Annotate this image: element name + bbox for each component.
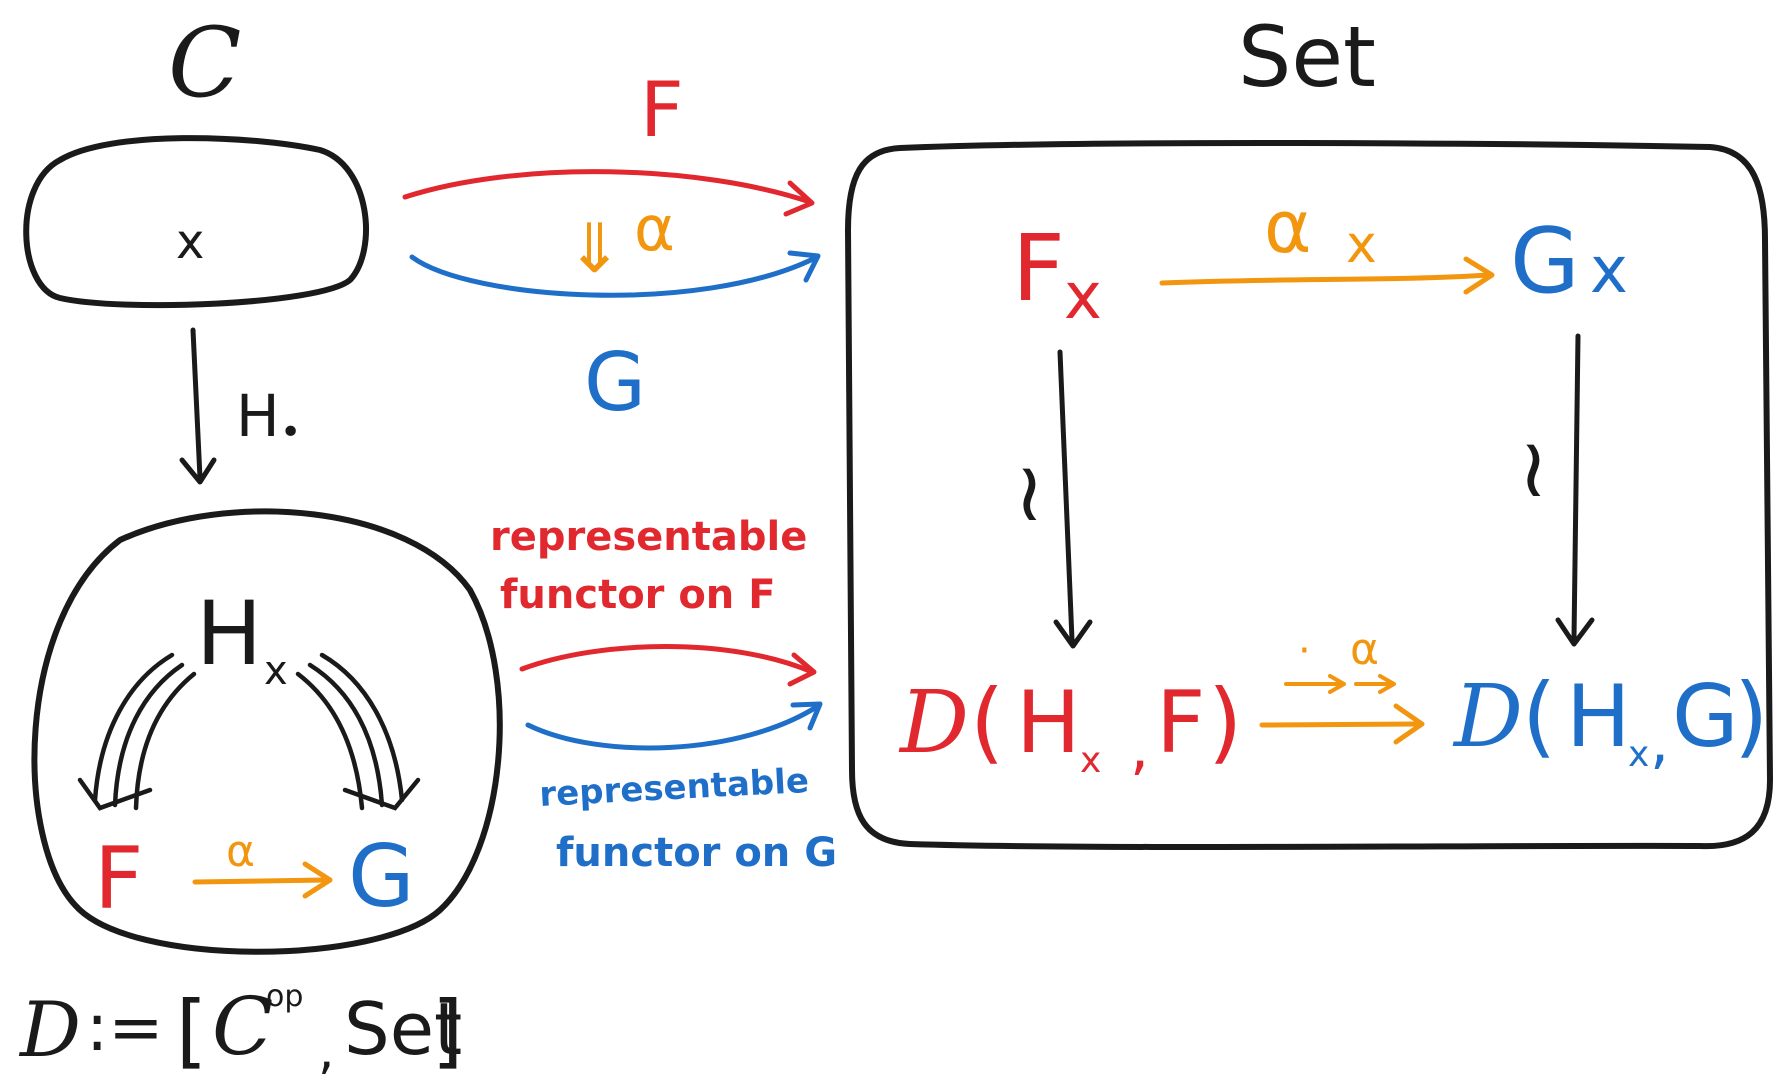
DHG-comma: ,	[1650, 707, 1669, 777]
representable-F-label-line1: representable	[490, 514, 807, 560]
functor-category-blob	[31, 508, 503, 955]
definition-assign: :=	[86, 989, 164, 1066]
DHG-H: H	[1566, 667, 1631, 767]
square-DHG: D ( H x , G )	[1452, 664, 1768, 777]
representable-F-arrow-head	[787, 652, 817, 687]
triple-arrow-right	[295, 652, 421, 811]
natural-transformation-alpha: α	[634, 192, 675, 265]
square-alpha-x-arrow-head	[1463, 256, 1495, 295]
functor-F-arrow-head	[783, 180, 815, 217]
functor-G-arrow-head	[787, 250, 821, 283]
DHF-H: H	[1016, 673, 1081, 773]
square-left-vertical-arrow	[1057, 349, 1075, 643]
functor-F-label: F	[640, 65, 684, 154]
representable-F-arrow	[519, 644, 815, 675]
functor-G-label: G	[584, 336, 646, 429]
yoneda-functor-label: H	[236, 382, 280, 450]
square-Fx-x: x	[1064, 260, 1102, 334]
functor-F-arrow	[402, 169, 813, 205]
definition-D: D	[18, 985, 81, 1074]
definition-comma: ,	[318, 1021, 335, 1081]
square-bottom-arrow-head	[1393, 703, 1425, 745]
yoneda-arrow-head	[179, 457, 217, 485]
square-right-arrow-head	[1555, 617, 1595, 647]
definition-op: op	[266, 979, 303, 1014]
square-DHF: D ( H x , F )	[898, 670, 1242, 783]
DHF-comma: ,	[1130, 713, 1149, 783]
yoneda-functor-dot: •	[280, 412, 301, 453]
DHF-D: D	[898, 673, 969, 773]
square-Fx-F: F	[1012, 215, 1065, 322]
functor-category-G: G	[348, 827, 415, 927]
definition-close-bracket: ]	[432, 984, 463, 1077]
square-left-iso: ≀	[1014, 445, 1045, 540]
definition-C: C	[212, 980, 273, 1073]
functor-category-definition: D := [ C op , Set ]	[18, 979, 463, 1081]
functor-category-alpha-arrow-head	[302, 861, 333, 899]
representable-G-label-line2: functor on G	[556, 830, 837, 876]
square-bottom-small-arrow-1-head	[1328, 674, 1346, 694]
yoneda-functor-arrow	[190, 327, 203, 481]
representable-H-subscript: x	[264, 648, 288, 694]
definition-Set: Set	[344, 987, 462, 1071]
definition-open-bracket: [	[176, 984, 207, 1077]
square-bottom-dash: ·	[1298, 628, 1311, 674]
representable-H: H	[196, 582, 262, 685]
set-category-label: Set	[1238, 8, 1376, 106]
representable-G-arrow	[525, 703, 821, 751]
DHF-x: x	[1080, 740, 1101, 781]
category-c-blob	[23, 135, 369, 309]
representable-G-label-line1: representable	[538, 761, 809, 815]
functor-category-F: F	[94, 829, 143, 929]
category-c-label: C	[168, 7, 241, 119]
functor-category-alpha: α	[226, 826, 255, 877]
square-left-arrow-head	[1053, 619, 1093, 649]
square-alpha-x-alpha: α	[1264, 185, 1311, 269]
square-alpha-x-arrow	[1159, 272, 1491, 286]
square-Gx-x: x	[1590, 234, 1628, 308]
square-bottom-small-arrow-2-head	[1378, 674, 1396, 694]
square-alpha-x-subscript: x	[1346, 215, 1377, 275]
DHF-F: F	[1156, 673, 1205, 773]
square-Gx-G: G	[1510, 209, 1580, 314]
DHF-close: )	[1208, 670, 1242, 773]
square-right-vertical-arrow	[1571, 333, 1581, 641]
representable-F-label-line2: functor on F	[500, 572, 776, 618]
square-bottom-alpha: α	[1350, 624, 1379, 675]
DHF-open: (	[970, 670, 1004, 773]
triple-arrow-left	[77, 652, 197, 811]
square-bottom-arrow	[1259, 721, 1421, 728]
DHG-open: (	[1522, 664, 1556, 767]
representable-G-arrow-head	[790, 701, 823, 731]
set-category-box	[845, 139, 1773, 851]
DHG-G: G	[1672, 667, 1739, 767]
object-x: x	[176, 214, 204, 270]
functor-G-arrow	[409, 254, 818, 298]
DHG-x: x	[1628, 734, 1649, 775]
DHG-close: )	[1734, 664, 1768, 767]
functor-category-alpha-arrow	[192, 877, 328, 885]
DHG-D: D	[1452, 667, 1523, 767]
natural-transformation-double-arrow: ⇓	[566, 210, 623, 289]
square-right-iso: ≀	[1518, 421, 1549, 516]
